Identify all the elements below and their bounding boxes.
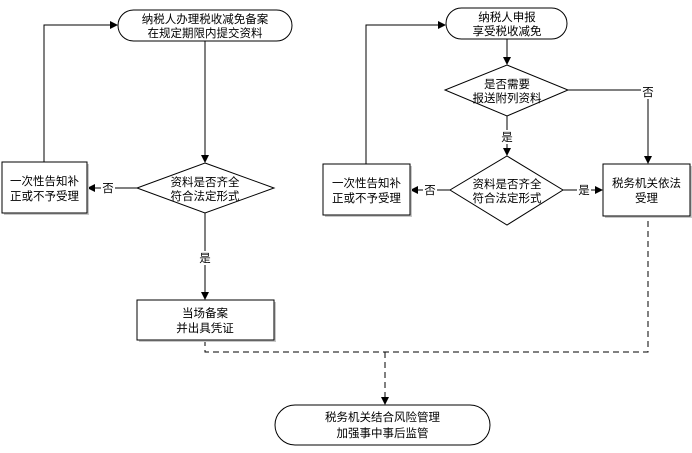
left-no-label: 否: [102, 181, 114, 195]
right-accept-box: 税务机关依法 受理: [602, 163, 692, 218]
end-terminal: 税务机关结合风险管理 加强事中事后监管: [274, 404, 491, 446]
svg-text:资料是否齐全: 资料是否齐全: [473, 177, 542, 191]
svg-text:受理: 受理: [635, 191, 658, 205]
right-no-label-1: 否: [642, 85, 654, 99]
svg-text:是否需要: 是否需要: [484, 77, 530, 91]
right-no-label-2: 否: [424, 183, 436, 197]
svg-text:税务机关结合风险管理: 税务机关结合风险管理: [325, 410, 440, 424]
svg-text:纳税人办理税收减免备案: 纳税人办理税收减免备案: [142, 12, 269, 26]
svg-text:符合法定形式: 符合法定形式: [473, 191, 542, 205]
svg-text:正或不予受理: 正或不予受理: [10, 189, 79, 203]
right-reject-box: 一次性告知补 正或不予受理: [322, 163, 412, 217]
right-yes-label-1: 是: [501, 130, 513, 144]
left-start-terminal: 纳税人办理税收减免备案 在规定期限内提交资料: [117, 9, 293, 42]
right-decision-attachments: 是否需要 报送附列资料: [443, 64, 570, 117]
left-decision: 资料是否齐全 符合法定形式: [135, 162, 276, 214]
svg-text:资料是否齐全: 资料是否齐全: [171, 175, 240, 189]
arrow-right-decision1-to-accept: [568, 89, 652, 164]
arrow-right-reject-to-start: [365, 21, 446, 164]
svg-text:符合法定形式: 符合法定形式: [171, 189, 240, 203]
svg-text:并出具凭证: 并出具凭证: [176, 321, 234, 335]
left-reject-box: 一次性告知补 正或不予受理: [1, 161, 89, 215]
svg-text:纳税人申报: 纳税人申报: [478, 10, 536, 24]
left-yes-label: 是: [199, 251, 211, 265]
right-yes-label-2: 是: [578, 183, 590, 197]
left-accept-box: 当场备案 并出具凭证: [136, 299, 276, 342]
svg-text:正或不予受理: 正或不予受理: [332, 191, 401, 205]
svg-text:在规定期限内提交资料: 在规定期限内提交资料: [148, 26, 263, 40]
svg-text:加强事中事后监管: 加强事中事后监管: [337, 426, 429, 440]
svg-text:当场备案: 当场备案: [182, 306, 228, 320]
svg-text:一次性告知补: 一次性告知补: [10, 174, 79, 188]
svg-text:一次性告知补: 一次性告知补: [332, 176, 401, 190]
svg-text:税务机关依法: 税务机关依法: [612, 176, 681, 190]
svg-text:享受税收减免: 享受税收减免: [473, 24, 542, 38]
right-start-terminal: 纳税人申报 享受税收减免: [445, 7, 568, 40]
dashed-merge-line: [204, 216, 649, 353]
arrow-left-reject-to-start: [43, 21, 118, 162]
svg-text:报送附列资料: 报送附列资料: [473, 91, 542, 105]
right-decision-complete: 资料是否齐全 符合法定形式: [449, 155, 564, 226]
